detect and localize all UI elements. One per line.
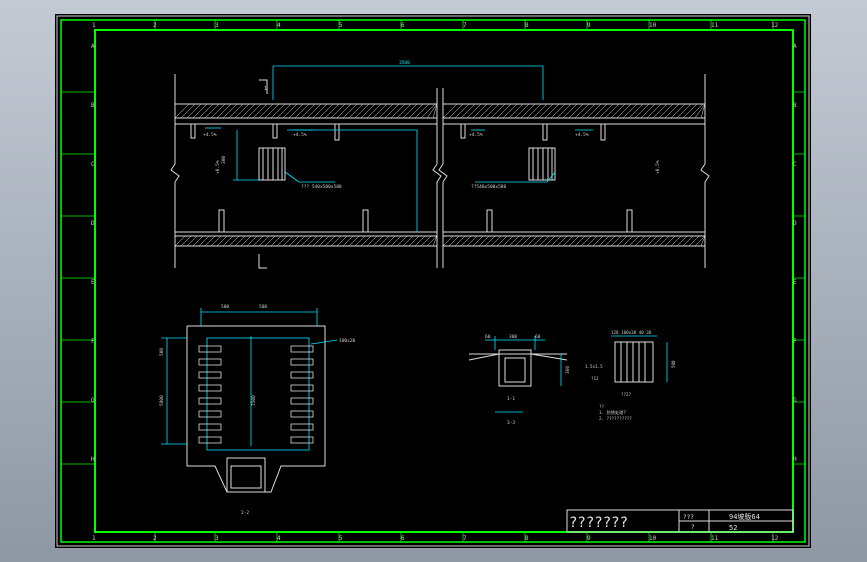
zone-labels-top: 1 2 3 4 5 6 7 8 9 10 11 12 <box>92 22 779 29</box>
small-section: 60 300 60 360 1-1 3-3 <box>468 334 571 426</box>
plan-grate-note-left: ??? 540x500x580 <box>301 184 342 190</box>
small-dim-b: 300 <box>509 334 517 340</box>
detail-dim-left-b: 5800 <box>159 395 165 406</box>
plan-dim-top: 3580 <box>399 60 410 66</box>
zone-label-b11: 11 <box>711 535 719 542</box>
zone-label-rB: B <box>793 102 797 109</box>
drawing-sheet: 1 2 3 4 5 6 7 8 9 10 11 12 1 2 3 4 5 6 7… <box>55 14 811 548</box>
grate-caption: ??2? <box>621 392 632 397</box>
zone-label-b5: 5 <box>339 535 343 542</box>
zone-label-rF: F <box>793 338 797 345</box>
title-block-label-b: ? <box>691 524 695 531</box>
zone-labels-side: A B C D E F G H A B C D E F G H <box>91 43 797 463</box>
outer-border <box>56 15 810 547</box>
plan-section-mark: 1 <box>264 86 267 92</box>
zone-label-6: 6 <box>401 22 405 29</box>
detail-note: 100x20 <box>339 338 356 344</box>
grate-note-2: 2. ?????????? <box>599 416 632 421</box>
slab-bottom <box>174 231 706 247</box>
zone-label-11: 11 <box>711 22 719 29</box>
title-block[interactable]: ??????? ??? 94坡版64 ? 52 <box>566 509 794 533</box>
green-frame-outer <box>60 19 806 543</box>
zone-label-b6: 6 <box>401 535 405 542</box>
grate-note-small: ?? <box>599 404 605 409</box>
detail-dim-vertical: 7500 <box>251 395 257 406</box>
title-block-label-a: ??? <box>683 514 694 521</box>
zone-labels-bottom: 1 2 3 4 5 6 7 8 9 10 11 12 <box>92 535 779 542</box>
zone-label-D: D <box>91 220 95 227</box>
title-block-value-b: 52 <box>729 524 737 532</box>
zone-label-H: H <box>91 456 95 463</box>
plan-elev-right2: +4.5% <box>575 132 589 138</box>
grate-right <box>528 147 556 181</box>
zone-label-b12: 12 <box>771 535 779 542</box>
zone-label-F: F <box>91 338 95 345</box>
detail-dim-left-a: 500 <box>159 348 165 356</box>
zone-label-8: 8 <box>525 22 529 29</box>
grate-dim-right: 500 <box>671 360 676 368</box>
title-block-value-a: 94坡版64 <box>729 512 760 521</box>
green-frame-inner <box>94 29 794 533</box>
plan-grate-note-right: ??540x500x580 <box>471 184 507 190</box>
small-dim-c: 60 <box>535 334 541 340</box>
title-block-title: ??????? <box>569 515 628 531</box>
grate-detail: 128 100x38 40 38 1.5x1.5 ?12 ??2? 500 ??… <box>585 330 676 421</box>
zone-label-G: G <box>91 397 95 404</box>
zone-label-rE: E <box>793 279 797 286</box>
plan-elev-right1: +4.5% <box>469 132 483 138</box>
plan-dim-left-b: +0.5% <box>215 160 221 174</box>
grate-note-1: 1. 防锈处理? <box>599 409 626 416</box>
zone-label-B: B <box>91 102 95 109</box>
zone-label-4: 4 <box>277 22 281 29</box>
grate-note-b: ?12 <box>591 376 599 381</box>
detail-caption: 2-2 <box>241 510 249 516</box>
zone-label-1: 1 <box>92 22 96 29</box>
zone-label-b2: 2 <box>153 535 157 542</box>
zone-label-7: 7 <box>463 22 467 29</box>
small-caption2: 3-3 <box>507 420 515 426</box>
plan-dimensions <box>205 65 593 232</box>
zone-label-C: C <box>91 161 95 168</box>
detail-dim-top-b: 500 <box>259 304 267 310</box>
zone-label-b7: 7 <box>463 535 467 542</box>
zone-label-b3: 3 <box>215 535 219 542</box>
zone-label-3: 3 <box>215 22 219 29</box>
zone-label-E: E <box>91 279 95 286</box>
grate-left <box>258 147 286 181</box>
zone-label-rH: H <box>793 456 797 463</box>
zone-label-12: 12 <box>771 22 779 29</box>
zone-label-5: 5 <box>339 22 343 29</box>
plan-dim-left-a: 300 <box>221 156 227 164</box>
small-dim-a: 60 <box>485 334 491 340</box>
zone-label-2: 2 <box>153 22 157 29</box>
zone-label-rD: D <box>793 220 797 227</box>
zone-label-b4: 4 <box>277 535 281 542</box>
zone-label-b9: 9 <box>587 535 591 542</box>
zone-label-A: A <box>91 43 95 50</box>
small-dim-side: 360 <box>565 366 571 374</box>
detail-dim-top-a: 500 <box>221 304 229 310</box>
slab-top <box>174 103 706 125</box>
zone-label-rG: G <box>793 397 797 404</box>
grate-dim-top: 128 100x38 40 38 <box>611 330 652 335</box>
plan-elev-left: +4.5% <box>203 132 217 138</box>
zone-label-rA: A <box>793 43 797 50</box>
plan-view: 1 3580 +4.5% +4.5% +4.5% +4.5% ??? 540x5… <box>170 60 710 269</box>
cad-drawing[interactable]: 1 2 3 4 5 6 7 8 9 10 11 12 1 2 3 4 5 6 7… <box>55 14 811 548</box>
plan-dim-right: +0.5% <box>655 160 661 174</box>
section-detail: 500 500 500 5800 7500 100x20 2-2 <box>159 304 356 516</box>
zone-label-rC: C <box>793 161 797 168</box>
plan-elev-mid: +4.5% <box>293 132 307 138</box>
zone-label-b10: 10 <box>649 535 657 542</box>
zone-ticks <box>61 20 805 542</box>
zone-label-10: 10 <box>649 22 657 29</box>
grate-note-a: 1.5x1.5 <box>585 364 603 369</box>
zone-label-b1: 1 <box>92 535 96 542</box>
small-caption: 1-1 <box>507 396 515 402</box>
zone-label-9: 9 <box>587 22 591 29</box>
zone-label-b8: 8 <box>525 535 529 542</box>
